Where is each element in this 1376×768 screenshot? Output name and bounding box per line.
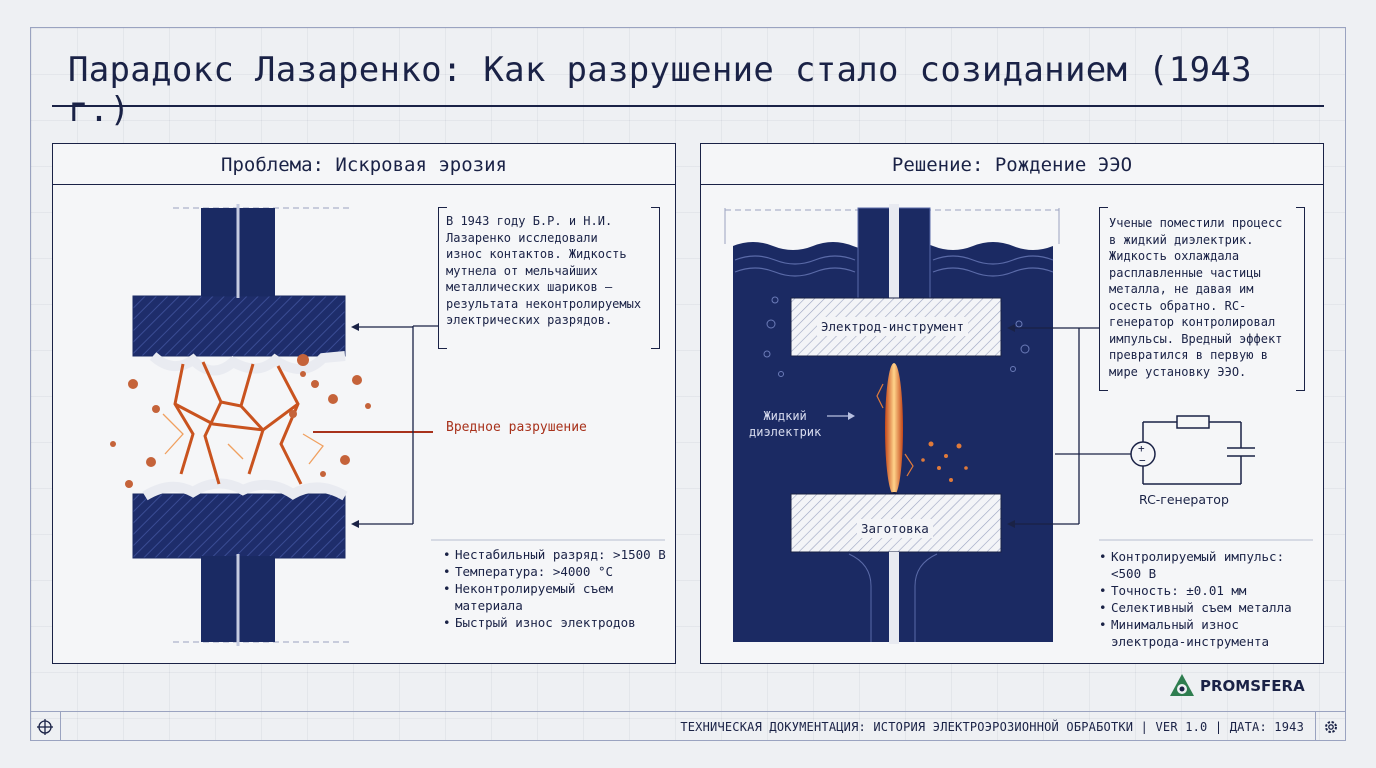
gear-icon <box>1325 720 1337 733</box>
spark-erosion-diagram <box>110 204 665 646</box>
settings-button[interactable] <box>1315 712 1346 741</box>
rc-generator-label: RC-генератор <box>1139 492 1229 507</box>
damage-label: Вредное разрушение <box>446 420 587 435</box>
problem-bullet-list: Нестабильный разряд: >1500 В Температура… <box>443 546 673 631</box>
svg-text:+: + <box>1138 442 1145 455</box>
list-item: Селективный съем металла <box>1099 599 1321 616</box>
page-title: Парадокс Лазаренко: Как разрушение стало… <box>68 50 1252 130</box>
dielectric-label: Жидкий диэлектрик <box>749 409 822 439</box>
title-underline <box>52 105 1324 107</box>
promsfera-logo: PROMSFERA <box>1168 672 1305 700</box>
problem-panel: Проблема: Искровая эрозия <box>52 143 676 664</box>
rc-generator-circuit <box>1130 415 1255 485</box>
list-item: Нестабильный разряд: >1500 В <box>443 546 673 563</box>
spark-cracks <box>173 361 303 485</box>
crosshair-icon <box>37 718 53 735</box>
workpiece-label: Заготовка <box>857 519 933 538</box>
solution-panel-heading: Решение: Рождение ЭЭО <box>701 144 1323 185</box>
upper-electrode <box>132 204 346 357</box>
footer-caption: ТЕХНИЧЕСКАЯ ДОКУМЕНТАЦИЯ: ИСТОРИЯ ЭЛЕКТР… <box>680 720 1304 734</box>
logo-text: PROMSFERA <box>1200 677 1305 695</box>
tool-electrode-label: Электрод-инструмент <box>817 317 968 336</box>
problem-panel-heading: Проблема: Искровая эрозия <box>53 144 675 185</box>
solution-bullet-list: Контролируемый импульс:<500 В Точность: … <box>1099 548 1321 650</box>
lower-electrode <box>132 493 346 646</box>
solution-panel: Решение: Рождение ЭЭО <box>700 143 1324 664</box>
controlled-spark <box>885 363 903 495</box>
list-item: Быстрый износ электродов <box>443 614 673 631</box>
solution-note-box <box>1099 207 1305 393</box>
note-pointer-lines <box>353 325 439 525</box>
svg-text:−: − <box>1139 454 1146 467</box>
problem-note-box <box>438 207 660 351</box>
list-item: Контролируемый импульс:<500 В <box>1099 548 1321 582</box>
list-item: Точность: ±0.01 мм <box>1099 582 1321 599</box>
crosshair-button[interactable] <box>30 712 61 741</box>
problem-note-text: В 1943 году Б.Р. и Н.И. Лазаренко исслед… <box>446 214 642 327</box>
solution-note-text: Ученые поместили процесс в жидкий диэлек… <box>1109 216 1283 379</box>
list-item: Температура: >4000 °C <box>443 563 673 580</box>
ejected-particles <box>921 441 968 482</box>
footer-bar: ТЕХНИЧЕСКАЯ ДОКУМЕНТАЦИЯ: ИСТОРИЯ ЭЛЕКТР… <box>30 711 1346 741</box>
promsfera-logo-icon <box>1170 674 1194 696</box>
metal-particles <box>110 354 371 488</box>
